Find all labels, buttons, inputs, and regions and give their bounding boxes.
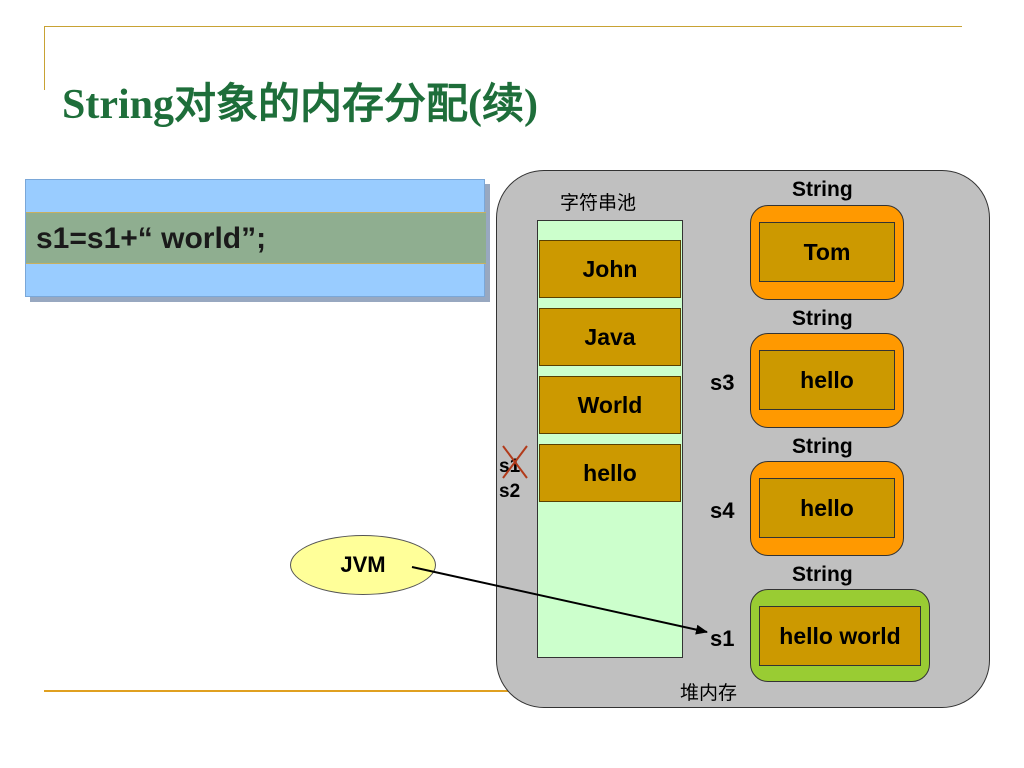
heap-label: 堆内存	[680, 683, 738, 704]
object-type-label: String	[792, 178, 853, 201]
jvm-arrow	[411, 566, 708, 635]
left-decoration-line	[44, 26, 45, 90]
pool-item-hello: hello	[539, 444, 681, 502]
jvm-bubble: JVM	[290, 535, 436, 595]
ref-s1: s1	[710, 626, 735, 651]
string-pool-label: 字符串池	[560, 193, 637, 214]
object-type-label: String	[792, 563, 853, 586]
pool-item-john: John	[539, 240, 681, 298]
ref-s2: s2	[499, 481, 521, 502]
ref-s4: s4	[710, 498, 735, 523]
pool-item-world: World	[539, 376, 681, 434]
string-object-value: hello world	[759, 606, 921, 666]
cross-mark-icon	[502, 445, 528, 479]
string-object-value: hello	[759, 478, 895, 538]
code-band	[26, 212, 486, 264]
code-statement: s1=s1+“ world”;	[36, 222, 267, 255]
string-object-value: Tom	[759, 222, 895, 282]
pool-item-java: Java	[539, 308, 681, 366]
ref-s3: s3	[710, 370, 735, 395]
slide-title: String对象的内存分配(续)	[62, 82, 538, 128]
top-decoration-line	[44, 26, 962, 27]
object-type-label: String	[792, 435, 853, 458]
string-object-value: hello	[759, 350, 895, 410]
object-type-label: String	[792, 307, 853, 330]
